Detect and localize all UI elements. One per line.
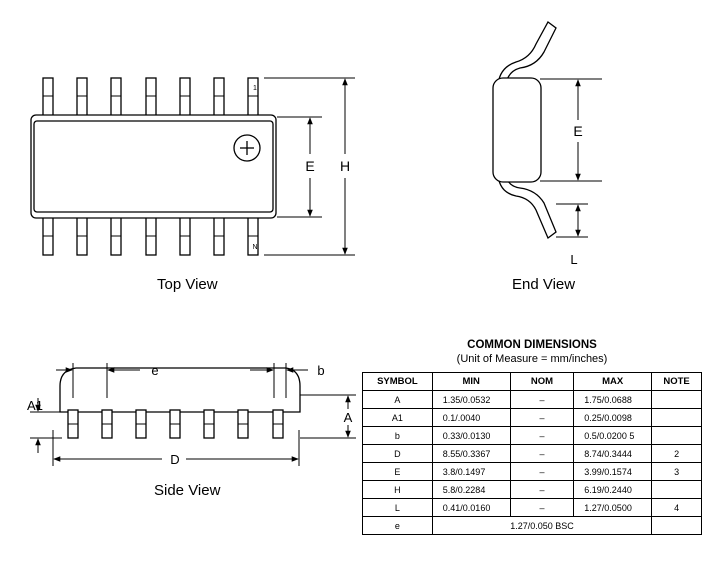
cell-note <box>651 408 702 427</box>
cell-note: 4 <box>651 498 702 517</box>
top-pin <box>213 77 225 117</box>
side-dim-b-label: b <box>317 363 324 378</box>
side-dim-a1-label: A1 <box>27 398 43 413</box>
top-dim-e-label: E <box>305 158 314 174</box>
side-view-leads <box>67 409 284 439</box>
cell-max: 8.74/0.3444 <box>573 444 653 463</box>
header-symbol: SYMBOL <box>362 372 433 391</box>
table-row-bsc: e 1.27/0.050 BSC <box>362 516 702 535</box>
pin1-marker-icon <box>233 134 261 162</box>
header-note: NOTE <box>651 372 702 391</box>
top-view-caption: Top View <box>157 276 218 293</box>
cell-min: 0.41/0.0160 <box>431 498 511 517</box>
end-view-caption: End View <box>512 276 576 293</box>
cell-nom: – <box>509 498 575 517</box>
cell-symbol: A1 <box>362 408 433 427</box>
cell-note <box>651 516 702 535</box>
top-pin <box>76 77 88 117</box>
cell-min: 3.8/0.1497 <box>431 462 511 481</box>
side-dim-e-label: e <box>151 363 158 378</box>
cell-symbol: E <box>362 462 433 481</box>
pinN-label: N <box>252 244 257 251</box>
end-view-lead <box>497 21 557 240</box>
table-row: L 0.41/0.0160 – 1.27/0.0500 4 <box>362 498 702 517</box>
cell-symbol: A <box>362 390 433 409</box>
table-row: b 0.33/0.0130 – 0.5/0.0200 5 <box>362 426 702 445</box>
end-view <box>492 21 602 240</box>
cell-min: 0.1/.0040 <box>431 408 511 427</box>
header-min: MIN <box>431 372 511 391</box>
table-row: E 3.8/0.1497 – 3.99/0.1574 3 <box>362 462 702 481</box>
cell-note: 3 <box>651 462 702 481</box>
cell-nom: – <box>509 408 575 427</box>
side-dim-d-label: D <box>170 452 179 467</box>
header-max: MAX <box>573 372 653 391</box>
top-view-body <box>30 114 277 219</box>
cell-symbol: H <box>362 480 433 499</box>
cell-max: 1.27/0.0500 <box>573 498 653 517</box>
cell-min: 5.8/0.2284 <box>431 480 511 499</box>
table-row: A1 0.1/.0040 – 0.25/0.0098 <box>362 408 702 427</box>
top-pin <box>247 77 259 117</box>
cell-max: 3.99/0.1574 <box>573 462 653 481</box>
top-pin <box>110 77 122 117</box>
cell-note <box>651 426 702 445</box>
cell-nom: – <box>509 390 575 409</box>
pin1-label: 1 <box>253 85 257 92</box>
end-view-body <box>492 77 542 183</box>
table-row: A 1.35/0.0532 – 1.75/0.0688 <box>362 390 702 409</box>
cell-nom: – <box>509 462 575 481</box>
top-view <box>30 77 355 256</box>
cell-nom: – <box>509 426 575 445</box>
cell-note <box>651 480 702 499</box>
top-view-body-inner <box>33 120 274 213</box>
top-view-upper-pins <box>42 77 259 117</box>
top-view-lower-pins <box>42 216 259 256</box>
cell-max: 1.75/0.0688 <box>573 390 653 409</box>
cell-bsc-value: 1.27/0.050 BSC <box>431 516 653 535</box>
header-nom: NOM <box>509 372 575 391</box>
top-pin <box>179 77 191 117</box>
side-view <box>30 363 356 466</box>
cell-max: 0.25/0.0098 <box>573 408 653 427</box>
table-row: H 5.8/0.2284 – 6.19/0.2440 <box>362 480 702 499</box>
side-view-caption: Side View <box>154 482 221 499</box>
top-dim-h-label: H <box>340 158 350 174</box>
side-view-body <box>59 367 301 413</box>
end-dim-e-label: E <box>573 123 582 139</box>
end-dim-l-label: L <box>570 252 577 267</box>
cell-symbol: D <box>362 444 433 463</box>
cell-max: 6.19/0.2440 <box>573 480 653 499</box>
cell-symbol: e <box>362 516 433 535</box>
cell-symbol: L <box>362 498 433 517</box>
cell-symbol: b <box>362 426 433 445</box>
cell-min: 1.35/0.0532 <box>431 390 511 409</box>
table-row: D 8.55/0.3367 – 8.74/0.3444 2 <box>362 444 702 463</box>
top-pin <box>42 77 54 117</box>
table-subtitle: (Unit of Measure = mm/inches) <box>456 353 608 365</box>
cell-note: 2 <box>651 444 702 463</box>
cell-nom: – <box>509 480 575 499</box>
table-header-row: SYMBOL MIN NOM MAX NOTE <box>362 372 702 391</box>
cell-note <box>651 390 702 409</box>
side-dim-a-label: A <box>344 410 353 425</box>
cell-min: 0.33/0.0130 <box>431 426 511 445</box>
common-dimensions-table: SYMBOL MIN NOM MAX NOTE A 1.35/0.0532 – … <box>362 372 702 535</box>
table-title: COMMON DIMENSIONS <box>467 339 597 351</box>
top-pin <box>145 77 157 117</box>
cell-max: 0.5/0.0200 5 <box>573 426 653 445</box>
cell-min: 8.55/0.3367 <box>431 444 511 463</box>
cell-nom: – <box>509 444 575 463</box>
